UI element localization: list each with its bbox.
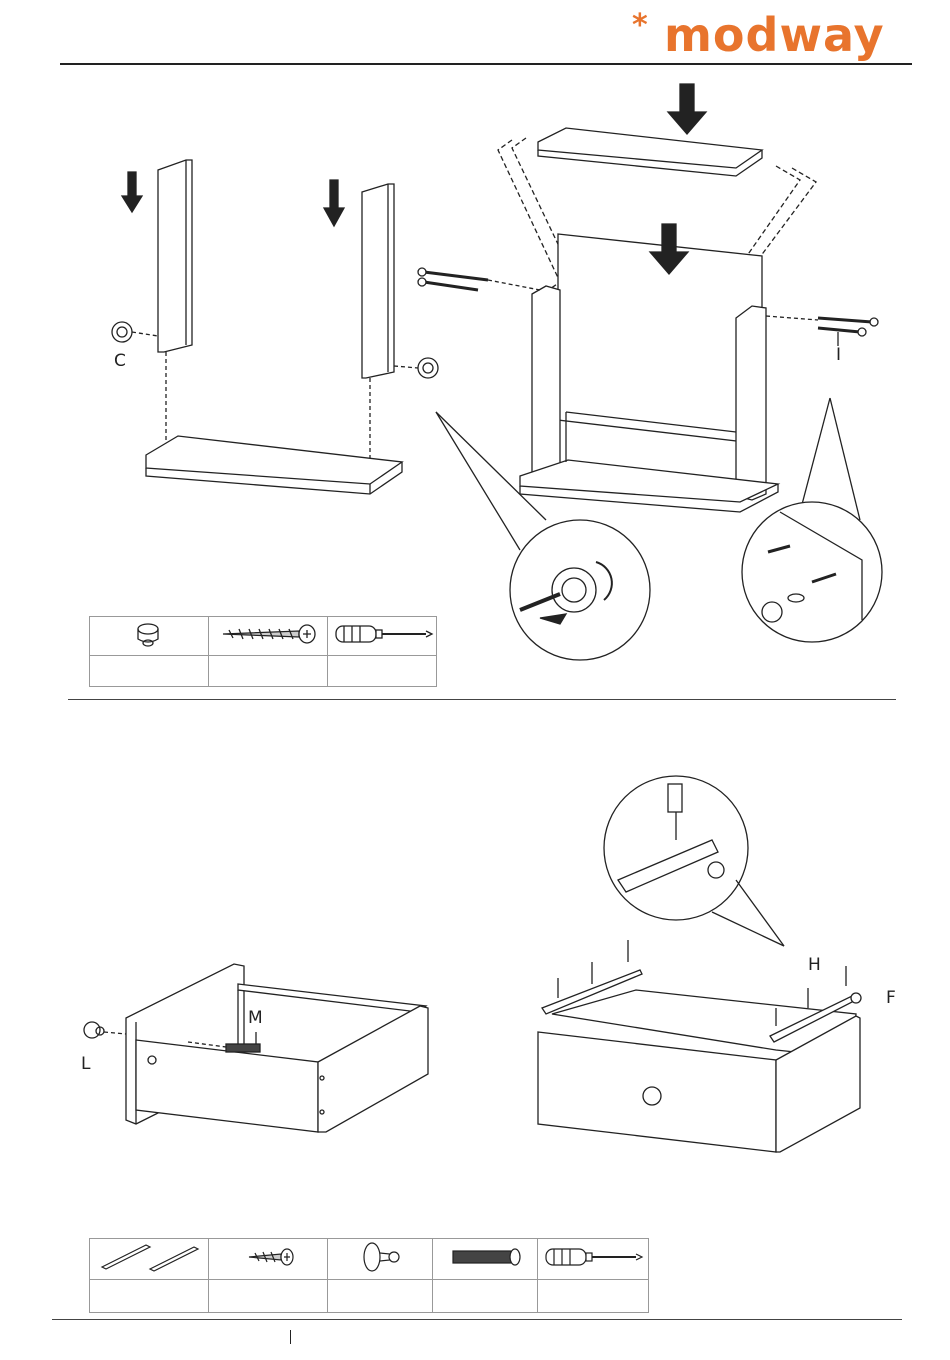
wood-screw-icon — [209, 617, 327, 651]
cam-lock-icon — [90, 617, 208, 651]
part-cell — [538, 1239, 649, 1280]
top-panel — [538, 128, 762, 168]
part-cell — [209, 617, 328, 656]
phillips-screwdriver-icon — [328, 617, 436, 651]
back-panel — [558, 234, 762, 444]
detail-zoom-cam-lock — [510, 520, 650, 660]
label-knob-l: L — [81, 1054, 90, 1074]
logo-text: modway — [664, 8, 885, 62]
parts-icons-row — [90, 617, 437, 656]
part-cell — [433, 1239, 538, 1280]
drawer-side-panel — [238, 984, 426, 1012]
pan-head-screw-icon — [209, 1239, 327, 1275]
part-cell — [328, 1239, 433, 1280]
knob-bolt-icon — [433, 1239, 537, 1275]
step2-parts-table — [89, 1238, 649, 1313]
section-divider — [68, 699, 896, 700]
side-panel-right — [362, 184, 394, 378]
knob-bolt-icon — [226, 1044, 260, 1052]
step1-assembly-diagram — [0, 70, 950, 690]
label-dowel-screw-i: I — [836, 345, 841, 365]
cam-lock-icon — [418, 358, 438, 378]
cam-lock-icon — [112, 322, 132, 342]
part-qty — [328, 1280, 433, 1313]
label-bolt-m: M — [248, 1008, 263, 1028]
header-rule — [60, 63, 912, 65]
footer-rule — [52, 1319, 902, 1320]
part-cell — [328, 617, 437, 656]
part-cell — [90, 617, 209, 656]
drawer-back-panel — [136, 1040, 318, 1132]
parts-qty-row — [90, 1280, 649, 1313]
brand-logo: * modway — [632, 6, 882, 66]
step1-parts-table — [89, 616, 437, 687]
drawer-right-side — [318, 1006, 428, 1132]
parts-qty-row — [90, 656, 437, 687]
label-screw-h: H — [808, 955, 821, 975]
detail-zoom-dowel — [742, 502, 882, 642]
cabinet-side-right — [736, 306, 766, 500]
footer-page-marker — [290, 1330, 291, 1344]
drawer-knob-icon — [643, 1087, 661, 1105]
cabinet-side-left — [532, 286, 560, 480]
side-panel-left — [158, 160, 192, 352]
parts-icons-row — [90, 1239, 649, 1280]
bottom-board — [146, 436, 402, 484]
part-qty — [328, 656, 437, 687]
phillips-screwdriver-icon — [538, 1239, 648, 1275]
part-qty — [90, 1280, 209, 1313]
label-cam-lock-c: C — [114, 351, 126, 371]
drawer-knob-icon — [328, 1239, 432, 1275]
part-qty — [209, 656, 328, 687]
logo-star: * — [632, 8, 648, 43]
dowel-screw-icon — [418, 268, 488, 290]
drawer-slide-icon — [90, 1239, 208, 1275]
arrow-down-icon — [122, 172, 142, 212]
label-slide-f: F — [886, 988, 896, 1008]
drawer-knob-icon — [84, 1022, 100, 1038]
part-cell — [209, 1239, 328, 1280]
part-qty — [538, 1280, 649, 1313]
dowel-screw-icon — [818, 318, 878, 336]
arrow-down-icon — [324, 180, 344, 226]
part-qty — [433, 1280, 538, 1313]
arrow-down-icon — [668, 84, 706, 134]
part-cell — [90, 1239, 209, 1280]
part-qty — [209, 1280, 328, 1313]
part-qty — [90, 656, 209, 687]
